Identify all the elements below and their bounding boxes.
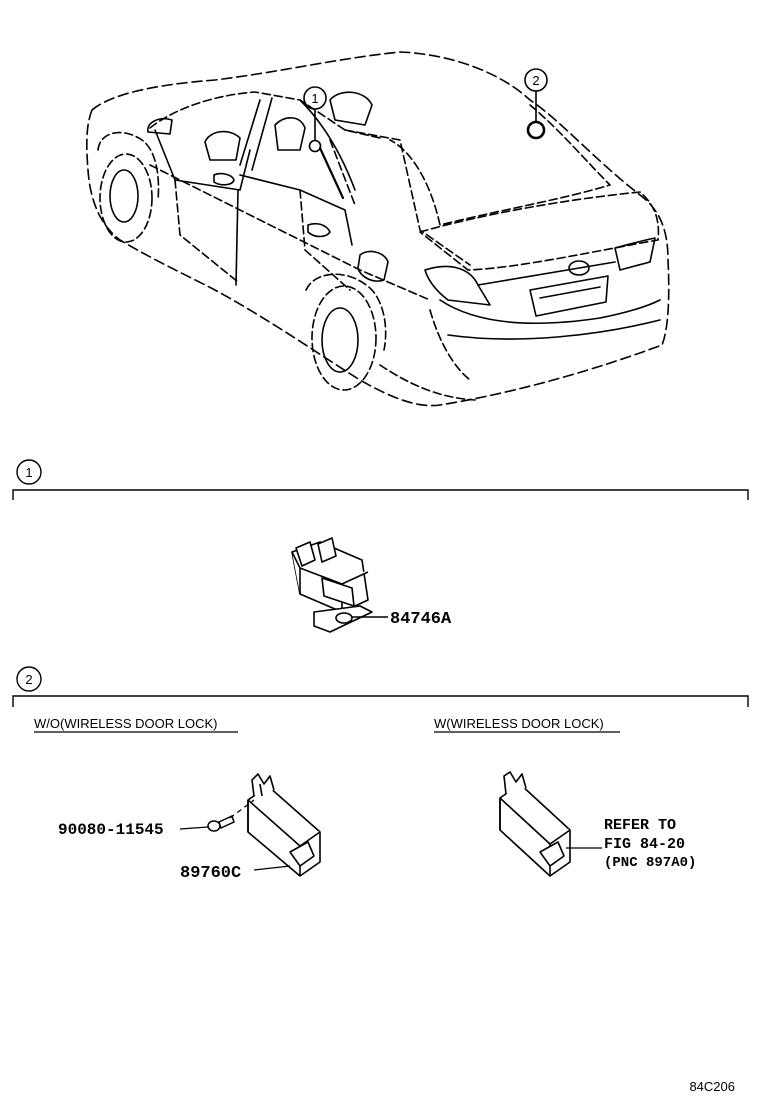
refer-to-line-2: FIG 84-20	[604, 836, 685, 853]
callout-2-on-car	[524, 68, 548, 140]
section-1: 1 84746A	[12, 459, 749, 633]
callout-1-on-car	[303, 86, 327, 153]
section-1-marker: 1	[25, 465, 32, 480]
screw-drawing	[207, 814, 235, 832]
section-2-bracket	[12, 695, 749, 707]
receiver-drawing-right	[499, 771, 571, 877]
refer-to-line-1: REFER TO	[604, 817, 676, 834]
left-variant-heading: W/O(WIRELESS DOOR LOCK)	[34, 716, 217, 731]
section-1-bracket	[12, 489, 749, 500]
switch-part-drawing	[291, 537, 373, 633]
callout-2-label: 2	[532, 73, 539, 88]
callout-1-label: 1	[311, 91, 318, 106]
part-number-90080-11545: 90080-11545	[58, 821, 164, 839]
right-variant-heading: W(WIRELESS DOOR LOCK)	[434, 716, 604, 731]
part-number-89760C: 89760C	[180, 864, 241, 883]
section-2: 2 W/O(WIRELESS DOOR LOCK) W(WIRELESS DOO…	[12, 666, 749, 883]
figure-code: 84C206	[689, 1079, 735, 1094]
section-2-marker: 2	[25, 672, 32, 687]
refer-to-line-3: (PNC 897A0)	[604, 855, 696, 871]
part-number-84746A: 84746A	[390, 610, 452, 629]
vehicle-illustration	[86, 51, 670, 407]
receiver-drawing-left	[247, 773, 321, 877]
